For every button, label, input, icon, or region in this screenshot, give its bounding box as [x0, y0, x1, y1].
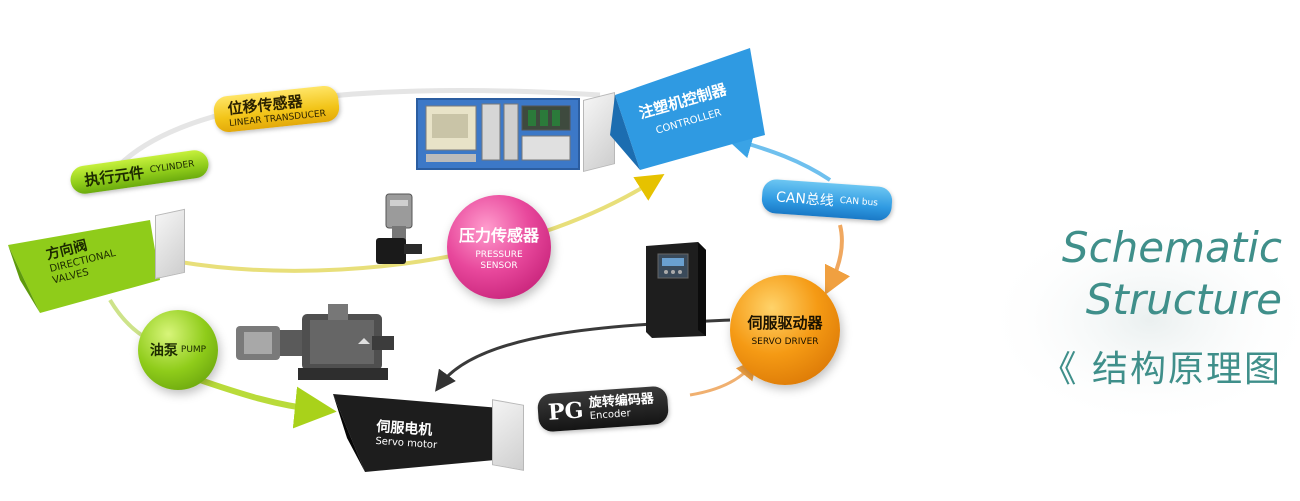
title-chinese: 《 结构原理图 — [1041, 340, 1282, 392]
servo-motor-clip — [492, 399, 524, 471]
pump-node: 油泵 PUMP — [138, 310, 218, 390]
servo-driver-en: SERVO DRIVER — [751, 337, 819, 347]
servo-driver-node: 伺服驱动器 SERVO DRIVER — [730, 275, 840, 385]
servo-driver-cn: 伺服驱动器 — [747, 314, 823, 332]
pressure-sensor-en-1: PRESSURE — [475, 250, 523, 260]
control-cabinet-icon — [416, 98, 580, 170]
cylinder-cn: 执行元件 — [83, 162, 146, 190]
can-bus-cn: CAN总线 — [775, 189, 835, 210]
double-chevron-left-icon: 《 — [1040, 349, 1079, 390]
servo-drive-box-icon — [646, 242, 706, 338]
pump-cn: 油泵 — [149, 343, 178, 359]
control-cabinet-drawing — [425, 103, 571, 162]
title-line-2: Structure — [1085, 275, 1282, 324]
pressure-sensor-node: 压力传感器 PRESSURE SENSOR — [447, 195, 551, 299]
title-line-1: Schematic — [1061, 223, 1282, 272]
pressure-sensor-cn: 压力传感器 — [458, 226, 539, 245]
controller-banner-shape — [610, 48, 765, 170]
directional-valves-shape — [8, 220, 160, 313]
cylinder-en: CYLINDER — [149, 159, 196, 176]
servo-motor-pump-icon — [236, 304, 394, 380]
can-bus-en: CAN bus — [839, 195, 879, 209]
servo-motor-label: 伺服电机 Servo motor — [375, 416, 439, 451]
valve-to-controller-arrow — [179, 174, 665, 273]
title-chinese-text: 结构原理图 — [1091, 349, 1282, 390]
directional-valves-clip — [155, 208, 185, 280]
canbus-to-driver-arrow — [824, 224, 851, 296]
pressure-sensor-device-icon — [376, 193, 422, 264]
encoder-to-driver-arrow — [689, 358, 758, 397]
canbus-to-controller-arrow — [724, 131, 832, 182]
servo-motor-shape — [333, 394, 500, 472]
title-glow — [980, 210, 1300, 430]
pressure-sensor-en-2: SENSOR — [480, 261, 518, 271]
pump-en: PUMP — [180, 344, 207, 355]
encoder-badge: PG — [547, 397, 585, 426]
